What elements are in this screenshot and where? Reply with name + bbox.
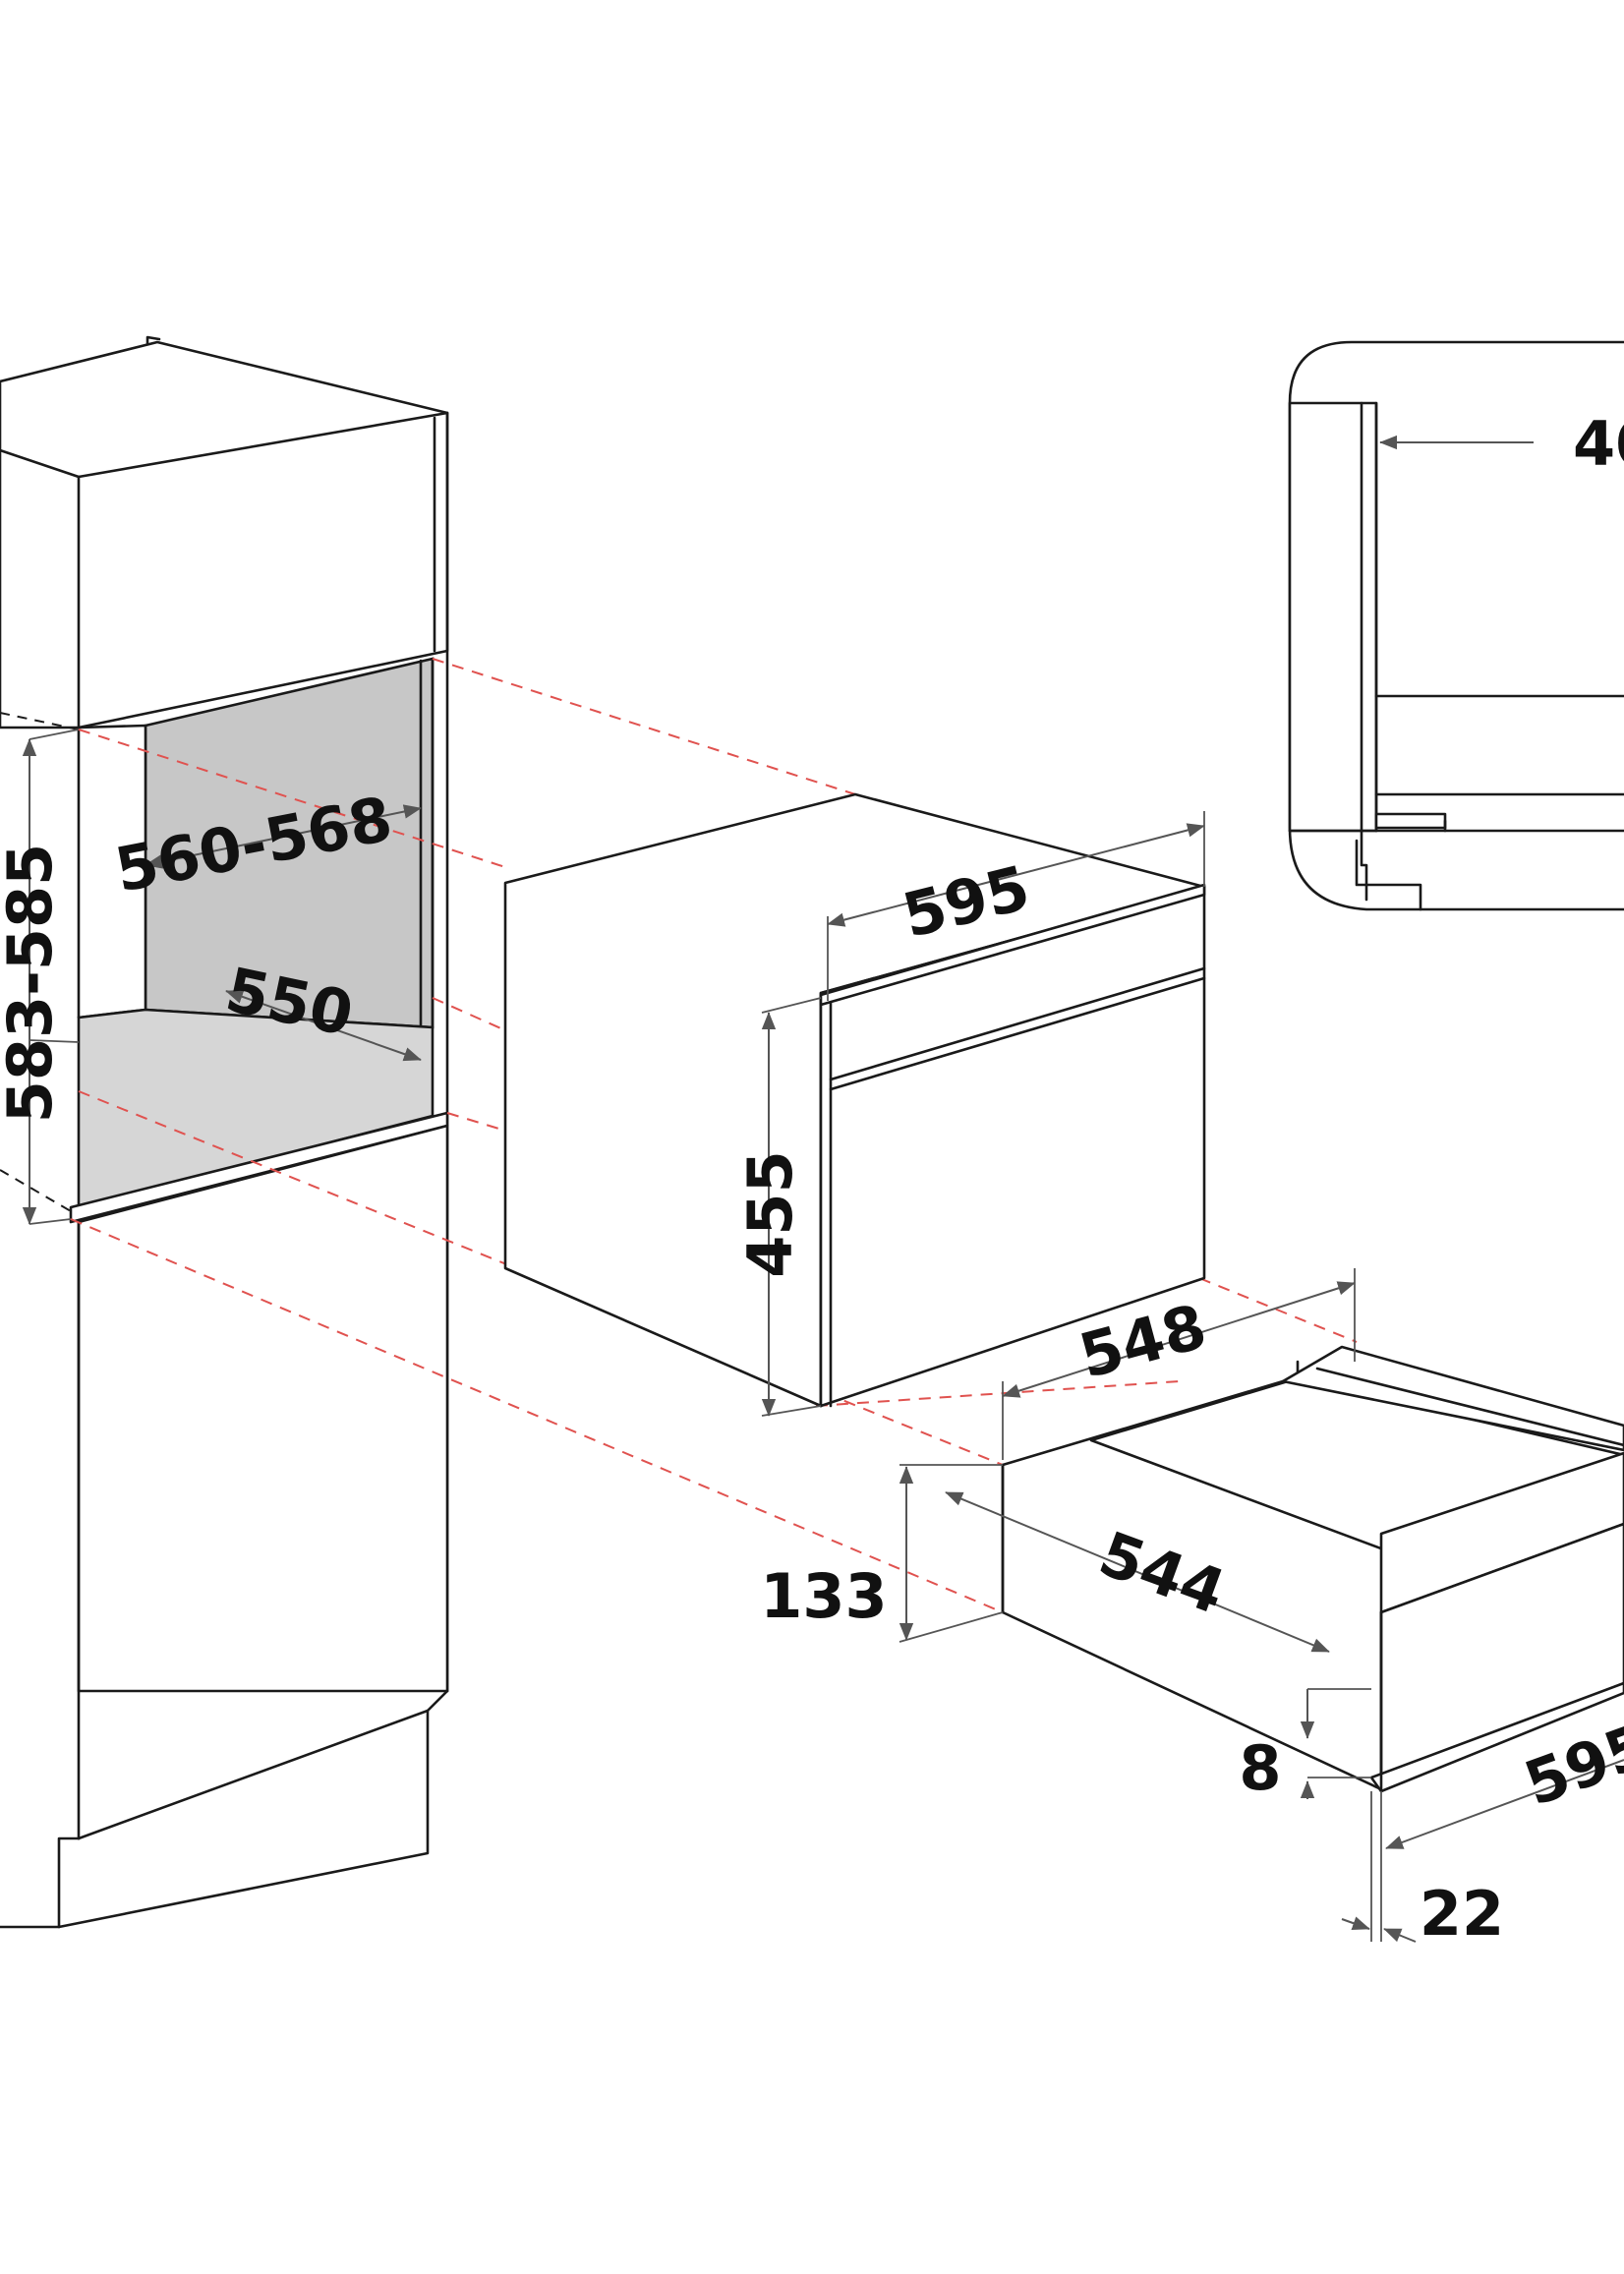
tall-cabinet: [0, 335, 449, 1929]
label-drawer-height: 133: [760, 1560, 887, 1632]
label-drawer-front: 22: [1420, 1878, 1504, 1950]
label-drawer-gap: 8: [1239, 1732, 1281, 1804]
label-detail-depth: 40: [1573, 408, 1624, 480]
oven: [503, 792, 1206, 1408]
detail-inset: [1288, 340, 1624, 911]
label-cabinet-height: 583-585: [0, 844, 66, 1124]
label-oven-height: 455: [734, 1150, 806, 1277]
dimension-lines: [22, 435, 1624, 1943]
